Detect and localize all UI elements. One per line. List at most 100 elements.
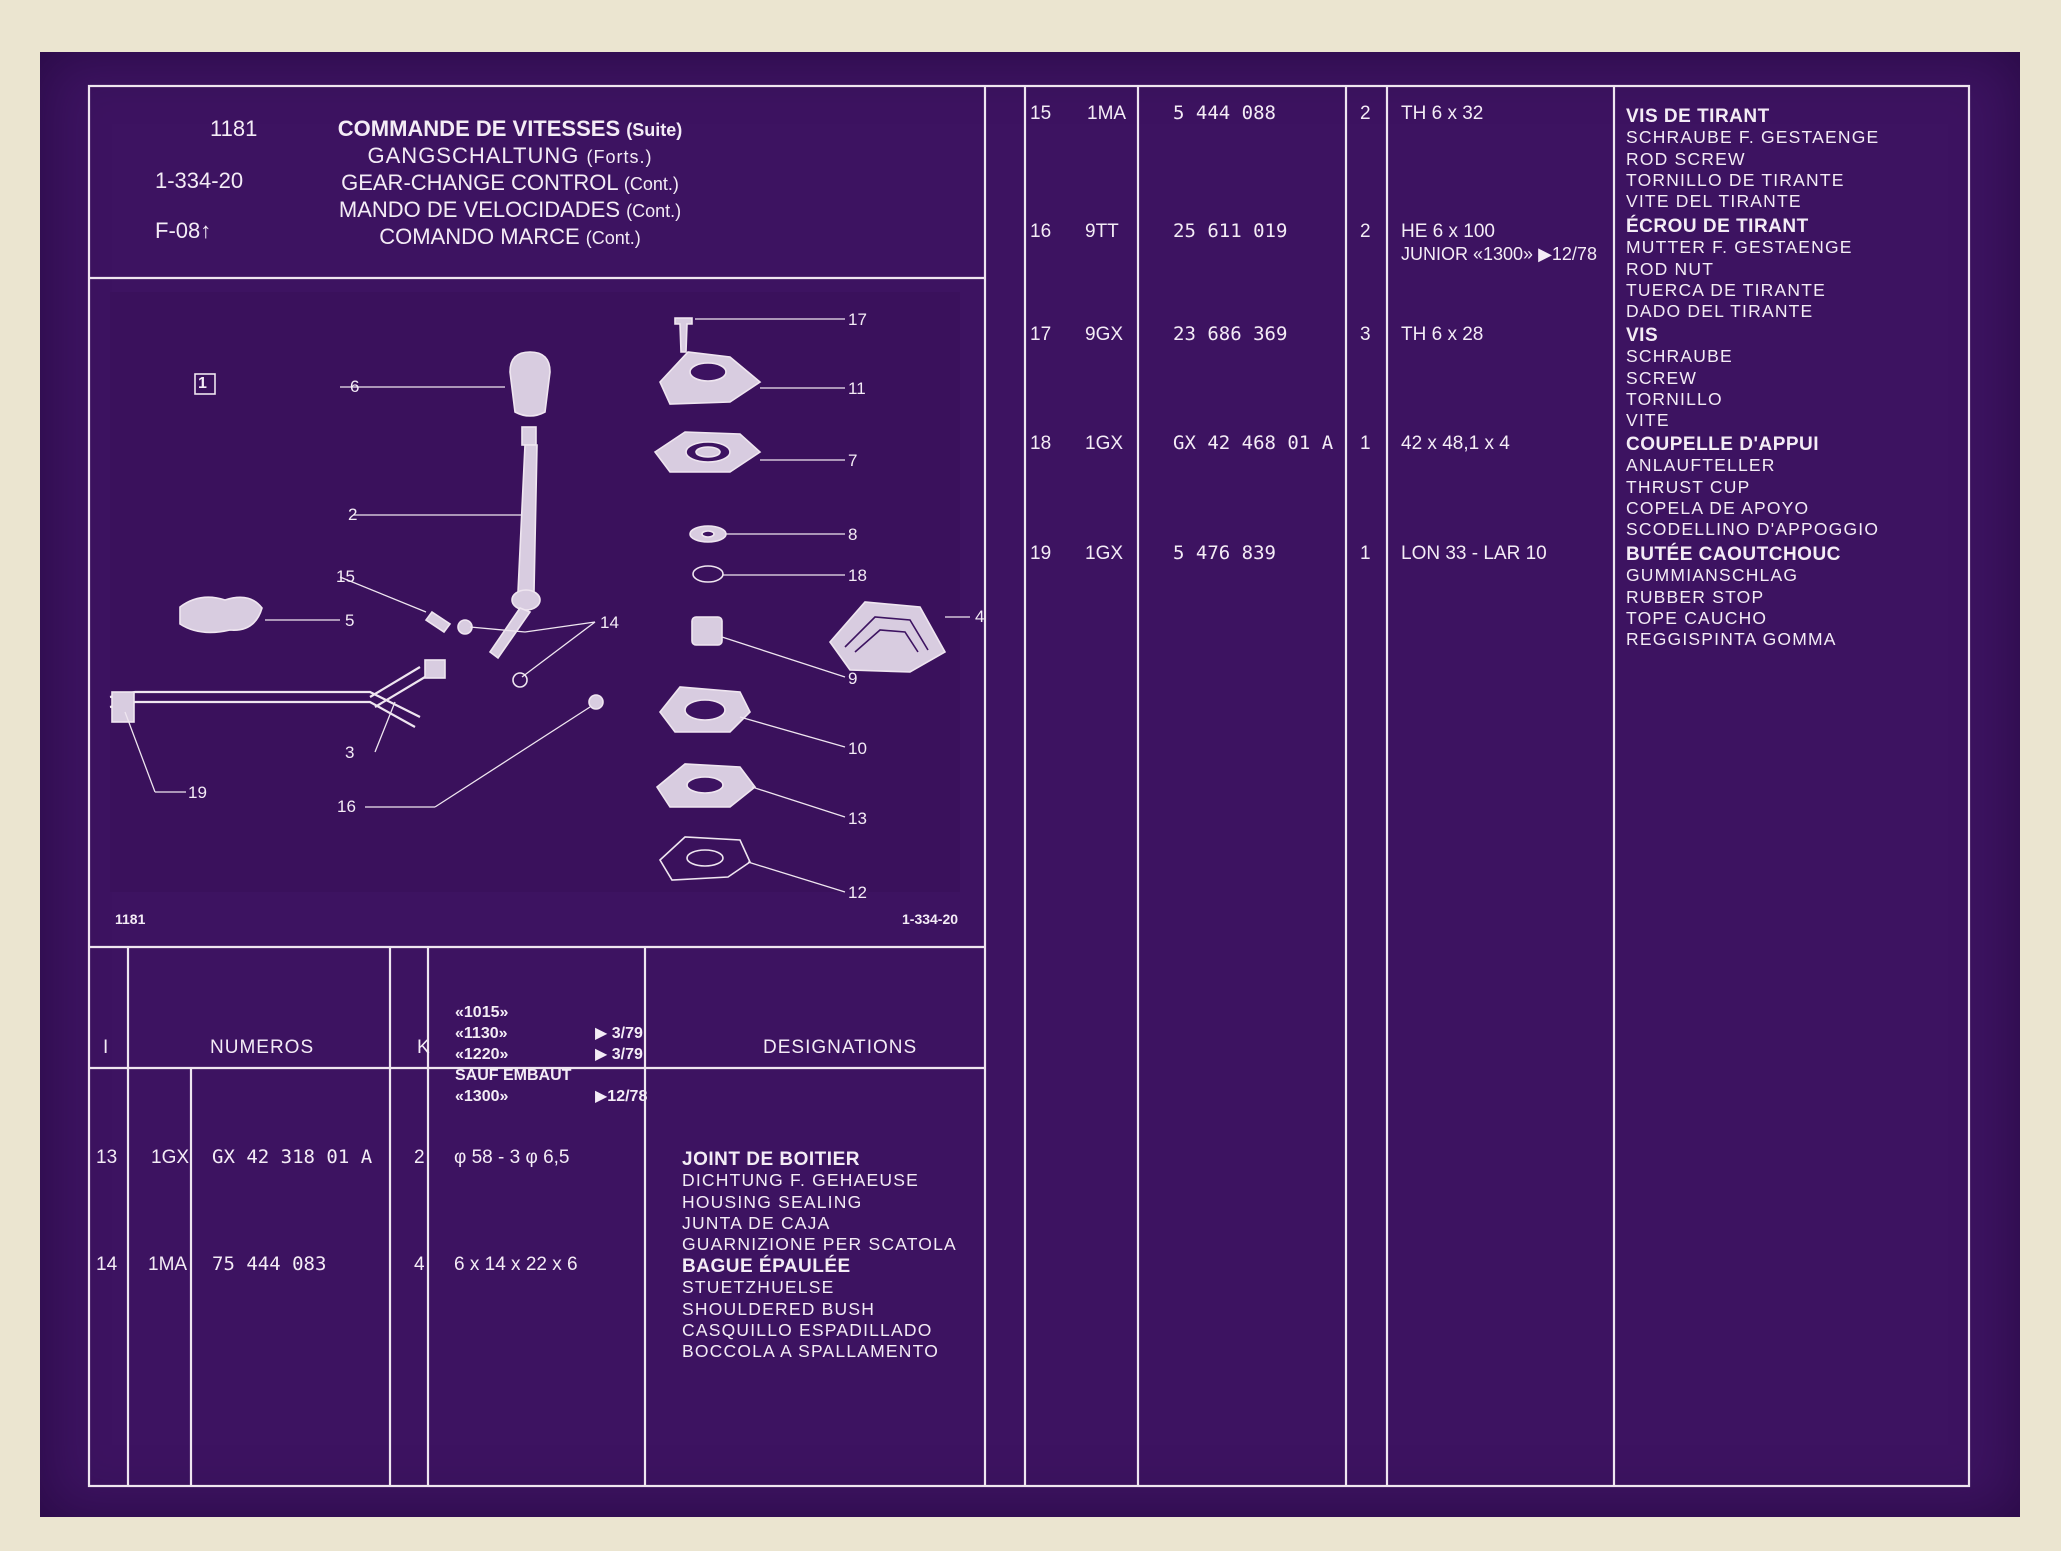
- row-k: 2: [414, 1147, 425, 1168]
- row-index: 17: [1030, 324, 1052, 345]
- designation-de: SCHRAUBE F. GESTAENGE: [1626, 127, 1880, 148]
- designation-en: RUBBER STOP: [1626, 586, 1765, 607]
- designation-es: CASQUILLO ESPADILLADO: [682, 1319, 933, 1340]
- row-number: 23 686 369: [1173, 323, 1288, 345]
- designation-de: STUETZHUELSE: [682, 1277, 835, 1298]
- designation-en: THRUST CUP: [1626, 476, 1751, 497]
- row-number: 75 444 083: [212, 1253, 327, 1275]
- callout-15: 15: [336, 567, 355, 586]
- callout-16: 16: [337, 797, 356, 816]
- col-header-i: I: [103, 1037, 109, 1058]
- row-spec: 6 x 14 x 22 x 6: [454, 1254, 578, 1275]
- designation-es: TOPE CAUCHO: [1626, 607, 1768, 628]
- ref-code: 1-334-20: [155, 168, 244, 193]
- row-spec: TH 6 x 32: [1401, 103, 1484, 124]
- designation-de: ANLAUFTELLER: [1626, 455, 1776, 476]
- designation-en: HOUSING SEALING: [682, 1191, 863, 1212]
- row-spec: LON 33 - LAR 10: [1401, 543, 1547, 564]
- col-header-k: K: [417, 1037, 430, 1058]
- row-k: 4: [414, 1254, 425, 1275]
- designation-en: ROD SCREW: [1626, 148, 1746, 169]
- designation-fr: ÉCROU DE TIRANT: [1626, 216, 1809, 237]
- col-header-numeros: NUMEROS: [210, 1037, 315, 1058]
- callout-19: 19: [188, 783, 207, 802]
- row-spec: 42 x 48,1 x 4: [1401, 433, 1510, 454]
- designation-en: SCREW: [1626, 367, 1698, 388]
- designation-de: MUTTER F. GESTAENGE: [1626, 237, 1853, 258]
- row-designations: ÉCROU DE TIRANT MUTTER F. GESTAENGE ROD …: [1626, 216, 1853, 322]
- row-index: 19: [1030, 543, 1052, 564]
- designation-it: DADO DEL TIRANTE: [1626, 301, 1814, 322]
- row-spec: TH 6 x 28: [1401, 324, 1484, 345]
- designation-fr: BAGUE ÉPAULÉE: [682, 1256, 851, 1277]
- callout-4: 4: [975, 607, 985, 626]
- designation-es: TORNILLO: [1626, 388, 1723, 409]
- row-k: 1: [1360, 433, 1371, 454]
- callout-8: 8: [848, 525, 858, 544]
- callout-17: 17: [848, 310, 867, 329]
- callout-6: 6: [350, 377, 360, 396]
- designation-de: DICHTUNG F. GEHAEUSE: [682, 1170, 919, 1191]
- designation-it: SCODELLINO D'APPOGGIO: [1626, 519, 1880, 540]
- callout-11: 11: [848, 379, 866, 398]
- row-designations: VIS SCHRAUBE SCREW TORNILLO VITE: [1626, 325, 1733, 431]
- row-number: GX 42 468 01 A: [1173, 432, 1334, 454]
- model-line: «1220»▶ 3/79: [455, 1046, 643, 1063]
- row-spec: HE 6 x 100: [1401, 221, 1495, 242]
- row-code: 1MA: [1087, 103, 1127, 124]
- callout-7: 7: [848, 451, 858, 470]
- row-designations: COUPELLE D'APPUI ANLAUFTELLER THRUST CUP…: [1626, 434, 1879, 540]
- row-code: 1GX: [151, 1147, 190, 1168]
- row-index: 18: [1030, 433, 1052, 454]
- title-en: GEAR-CHANGE CONTROL (Cont.): [341, 170, 679, 195]
- title-it: COMANDO MARCE (Cont.): [379, 224, 641, 249]
- row-k: 1: [1360, 543, 1371, 564]
- model-line: «1300»▶12/78: [455, 1088, 648, 1105]
- designation-it: BOCCOLA A SPALLAMENTO: [682, 1341, 940, 1362]
- row-number: GX 42 318 01 A: [212, 1146, 373, 1168]
- row-number: 5 444 088: [1173, 102, 1276, 124]
- row-index: 15: [1030, 103, 1052, 124]
- designation-es: COPELA DE APOYO: [1626, 497, 1810, 518]
- row-code: 9TT: [1085, 221, 1119, 242]
- outer-frame: [87, 84, 1971, 1488]
- gear-knob: [509, 351, 551, 417]
- row-spec-note: JUNIOR «1300» ▶12/78: [1401, 244, 1597, 264]
- row-number: 5 476 839: [1173, 542, 1276, 564]
- designation-es: TORNILLO DE TIRANTE: [1626, 169, 1845, 190]
- row-k: 2: [1360, 103, 1371, 124]
- title-de: GANGSCHALTUNG (Forts.): [367, 143, 653, 168]
- callout-12: 12: [848, 883, 867, 902]
- diagram-footer-right: 1-334-20: [902, 911, 959, 927]
- parts-sheet: 1181 1-334-20 F-08↑ COMMANDE DE VITESSES…: [40, 52, 2020, 1517]
- designation-es: TUERCA DE TIRANTE: [1626, 279, 1826, 300]
- model-line: «1130»▶ 3/79: [455, 1025, 643, 1042]
- row-designations: BUTÉE CAOUTCHOUC GUMMIANSCHLAG RUBBER ST…: [1626, 544, 1841, 650]
- row-spec: φ 58 - 3 φ 6,5: [454, 1147, 570, 1168]
- callout-5: 5: [345, 611, 355, 630]
- row-k: 2: [1360, 221, 1371, 242]
- row-designations: VIS DE TIRANT SCHRAUBE F. GESTAENGE ROD …: [1626, 106, 1879, 212]
- callout-9: 9: [848, 669, 858, 688]
- designation-it: GUARNIZIONE PER SCATOLA: [682, 1234, 957, 1255]
- designation-fr: JOINT DE BOITIER: [682, 1149, 860, 1170]
- designation-fr: VIS DE TIRANT: [1626, 106, 1770, 127]
- row-code: 1GX: [1085, 543, 1124, 564]
- row-code: 9GX: [1085, 324, 1124, 345]
- designation-it: VITE: [1626, 410, 1670, 431]
- designation-de: SCHRAUBE: [1626, 346, 1733, 367]
- box-label-frame: [194, 373, 216, 395]
- ref-fig: F-08↑: [155, 218, 212, 243]
- box-label: 1: [198, 375, 207, 392]
- designation-de: GUMMIANSCHLAG: [1626, 565, 1799, 586]
- title-fr: COMMANDE DE VITESSES (Suite): [337, 116, 683, 141]
- callout-10: 10: [848, 739, 867, 758]
- designation-it: VITE DEL TIRANTE: [1626, 191, 1802, 212]
- row-code: 1GX: [1085, 433, 1124, 454]
- row-designations: JOINT DE BOITIER DICHTUNG F. GEHAEUSE HO…: [682, 1149, 957, 1255]
- designation-it: REGGISPINTA GOMMA: [1626, 629, 1837, 650]
- row-number: 25 611 019: [1173, 220, 1288, 242]
- callout-13: 13: [848, 809, 867, 828]
- designation-fr: BUTÉE CAOUTCHOUC: [1626, 544, 1841, 565]
- row-designations: BAGUE ÉPAULÉE STUETZHUELSE SHOULDERED BU…: [682, 1256, 939, 1362]
